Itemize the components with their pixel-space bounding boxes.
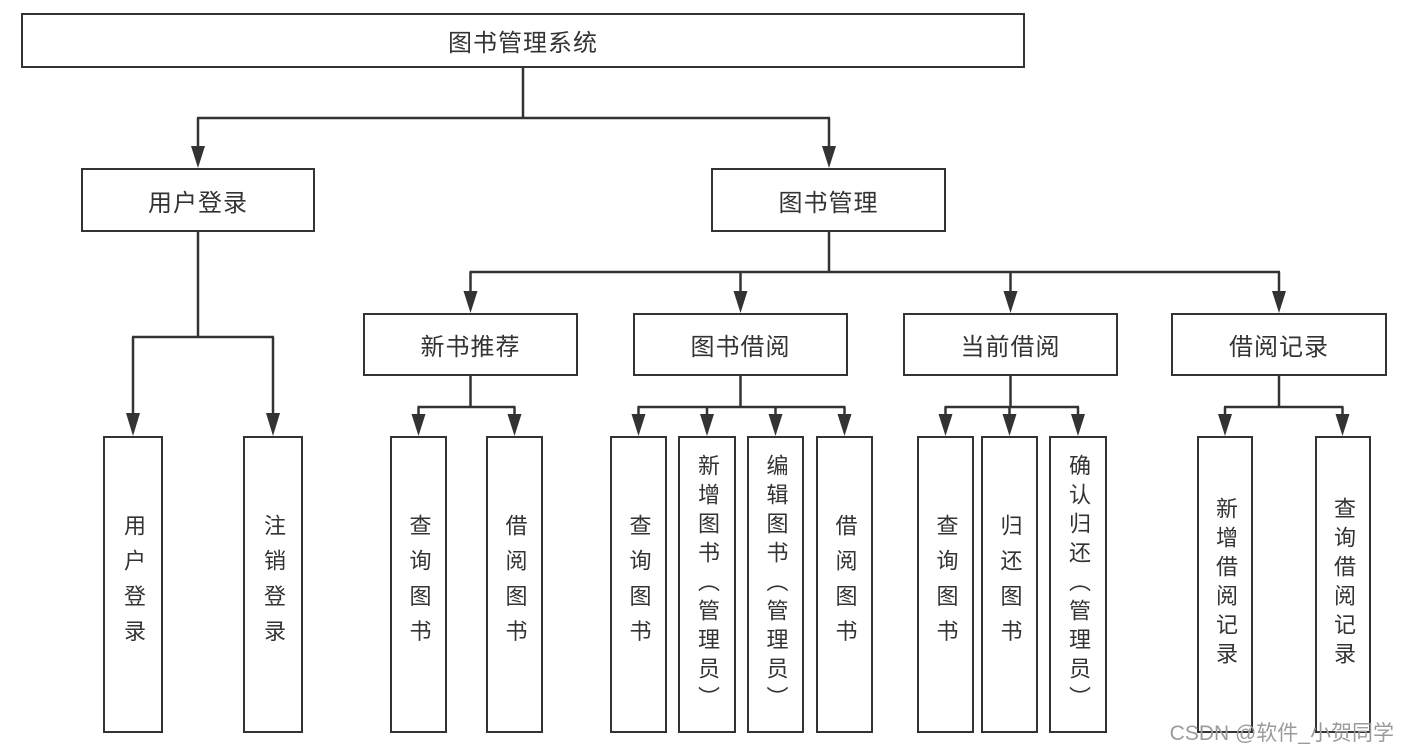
- node-leaf-return-books: 归还图书: [981, 436, 1038, 733]
- node-leaf-user-login: 用户登录: [103, 436, 163, 733]
- node-leaf-add-borrow-record: 新增借阅记录: [1197, 436, 1253, 733]
- connector-lines: [131, 68, 1344, 417]
- arrowheads: [126, 146, 1350, 436]
- node-book-borrow: 图书借阅: [633, 313, 848, 376]
- node-root-library-system: 图书管理系统: [21, 13, 1025, 68]
- node-leaf-edit-books-admin: 编辑图书（管理员）: [747, 436, 804, 733]
- node-leaf-borrow-books-recommend: 借阅图书: [486, 436, 543, 733]
- node-current-borrow: 当前借阅: [903, 313, 1118, 376]
- node-leaf-query-books-borrow: 查询图书: [610, 436, 667, 733]
- node-leaf-confirm-return-admin: 确认归还（管理员）: [1049, 436, 1107, 733]
- node-new-book-recommend: 新书推荐: [363, 313, 578, 376]
- node-leaf-query-books-current: 查询图书: [917, 436, 974, 733]
- node-leaf-add-books-admin: 新增图书（管理员）: [678, 436, 736, 733]
- node-leaf-query-borrow-record: 查询借阅记录: [1315, 436, 1371, 733]
- node-leaf-borrow-books: 借阅图书: [816, 436, 873, 733]
- node-borrow-records: 借阅记录: [1171, 313, 1387, 376]
- node-user-login: 用户登录: [81, 168, 315, 232]
- node-leaf-query-books-recommend: 查询图书: [390, 436, 447, 733]
- csdn-watermark: CSDN @软件_小贺同学: [1169, 722, 1394, 745]
- node-leaf-logout: 注销登录: [243, 436, 303, 733]
- node-book-management: 图书管理: [711, 168, 946, 232]
